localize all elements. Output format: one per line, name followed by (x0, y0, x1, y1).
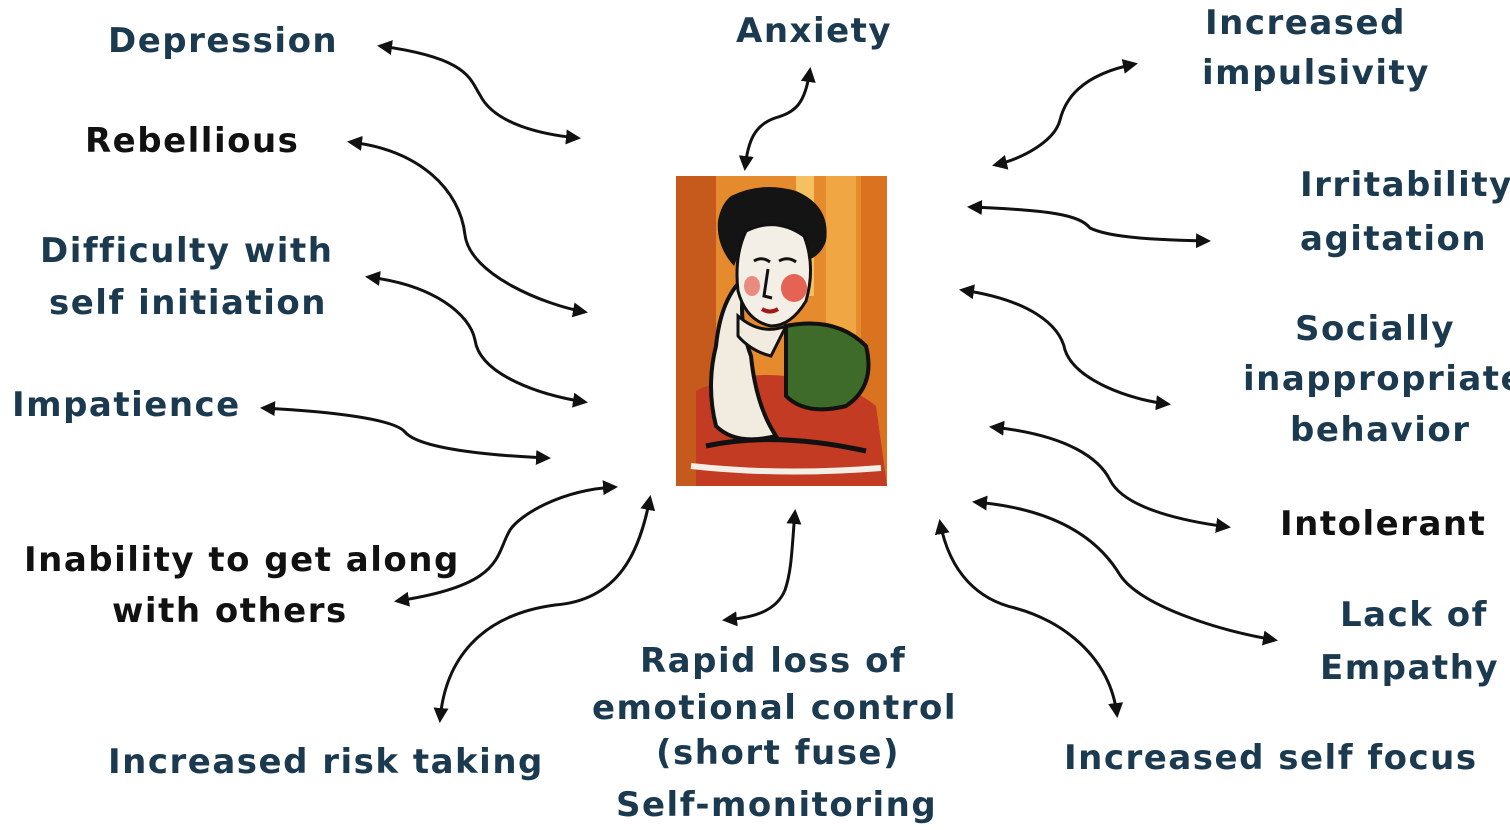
label-impatience: Impatience (12, 380, 241, 430)
label-get-along-line1: Inability to get along (24, 535, 460, 585)
arrow-impulsivity (995, 64, 1135, 165)
label-increased-impulsivity-line2: impulsivity (1202, 48, 1430, 98)
label-rapid-loss-line1: Rapid loss of (640, 636, 906, 686)
arrow-irritability (970, 207, 1208, 241)
distressed-woman-painting (676, 176, 887, 486)
label-socially-inappropriate-line2: inappropriate (1243, 354, 1510, 404)
label-rapid-loss-line3: (short fuse) (656, 728, 900, 778)
label-rebellious: Rebellious (85, 116, 299, 166)
label-intolerant: Intolerant (1280, 499, 1486, 549)
label-anxiety: Anxiety (736, 6, 892, 56)
label-irritability-line2: agitation (1300, 214, 1487, 264)
arrow-self-focus (940, 522, 1117, 715)
label-increased-impulsivity-line1: Increased (1205, 0, 1406, 48)
label-difficulty-self-initiation-line2: self initiation (49, 278, 327, 328)
arrow-rapid-loss (725, 512, 795, 620)
label-increased-self-focus: Increased self focus (1064, 733, 1478, 783)
arrow-depression (380, 46, 578, 138)
label-rapid-loss-line2: emotional control (592, 683, 957, 733)
label-lack-of-empathy-line2: Empathy (1320, 643, 1499, 693)
arrow-socially (962, 290, 1168, 404)
label-get-along-line2: with others (112, 586, 348, 636)
arrow-self-initiation (368, 277, 585, 402)
label-depression: Depression (108, 16, 338, 66)
arrow-anxiety (745, 70, 810, 168)
arrow-rebellious (350, 142, 585, 312)
label-socially-inappropriate-line1: Socially (1295, 304, 1455, 354)
arrow-empathy (975, 502, 1275, 640)
label-increased-risk-taking: Increased risk taking (108, 737, 544, 787)
label-lack-of-empathy-line1: Lack of (1340, 590, 1488, 640)
label-self-monitoring: Self-monitoring (616, 780, 937, 830)
label-difficulty-self-initiation-line1: Difficulty with (40, 226, 333, 276)
arrow-impatience (263, 408, 548, 458)
label-irritability-line1: Irritability/ (1300, 160, 1510, 210)
label-socially-inappropriate-line3: behavior (1290, 405, 1471, 455)
